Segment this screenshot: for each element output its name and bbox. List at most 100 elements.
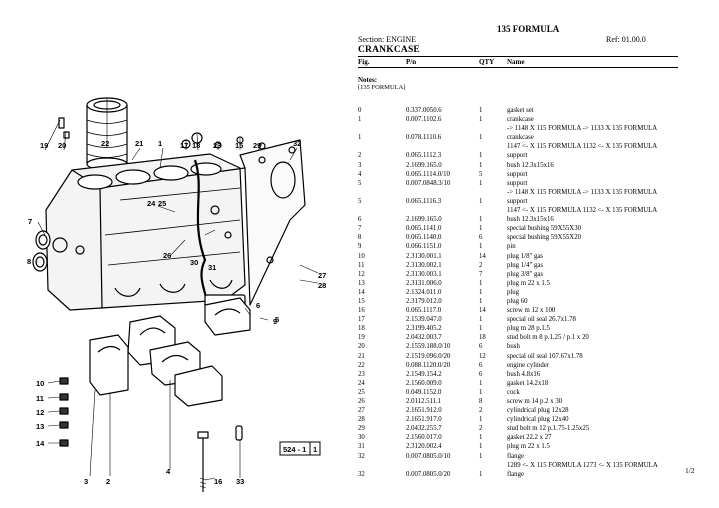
fig-cell: 32 [358, 470, 365, 478]
name-cell: plug 1/8" gas [507, 252, 544, 260]
name-cell: support [507, 170, 528, 178]
callout-number: 25 [158, 199, 166, 208]
callout-number: 2 [106, 477, 110, 486]
fig-cell: 6 [358, 216, 362, 224]
notes-text: [135 FORMULA] [358, 84, 406, 91]
fig-cell: 7 [358, 225, 362, 233]
part-number-cell: 2.1699.165.0 [406, 216, 442, 224]
plate-label: 524 - 1 [283, 445, 306, 454]
fig-cell: 3 [358, 161, 362, 169]
table-row: 1147 <- X 115 FORMULA 1132 <- X 135 FORM… [358, 206, 688, 215]
callout-number: 31 [208, 263, 216, 272]
name-cell: bush 4.8x16 [507, 370, 541, 378]
fig-cell: 14 [358, 288, 365, 296]
qty-cell: 1 [479, 388, 483, 396]
section-subtitle: CRANKCASE [358, 45, 420, 55]
part-number-cell: 0.007.0848.3/10 [406, 179, 451, 187]
fig-cell: 2 [358, 152, 362, 160]
fig-cell: 1 [358, 116, 362, 124]
fig-cell: 1 [358, 134, 362, 142]
name-cell: plug [507, 288, 520, 296]
part-number-cell: 0.065.1112.3 [406, 152, 442, 160]
name-cell: special oil seal 107.67x1.78 [507, 352, 583, 360]
part-number-cell: 2.3199.405.2 [406, 325, 442, 333]
qty-cell: 1 [479, 197, 483, 205]
plate-label-box [279, 441, 321, 456]
name-cell: stud bolt m 12 p.1.75-1.25x25 [507, 425, 590, 433]
qty-cell: 1 [479, 134, 483, 142]
fig-cell: 27 [358, 407, 365, 415]
table-row: -> 1148 X 115 FORMULA -> 1133 X 135 FORM… [358, 188, 688, 197]
name-cell: support [507, 179, 528, 187]
callout-number: 3 [84, 477, 88, 486]
fig-cell: 31 [358, 443, 365, 451]
part-number-cell: 0.065.1117.0 [406, 307, 442, 315]
part-number-cell: 0.007.1102.6 [406, 116, 442, 124]
name-cell: plug 3/8" gas [507, 270, 544, 278]
rear-flange-part [239, 139, 306, 306]
callout-number: 30 [190, 258, 198, 267]
part-number-cell: 2.3130.001.1 [406, 252, 442, 260]
part-number-cell: 2.1549.154.2 [406, 370, 442, 378]
qty-cell: 14 [479, 307, 486, 315]
header-rule [358, 67, 678, 68]
part-number-cell: 2.3179.012.0 [406, 297, 442, 305]
fig-cell: 19 [358, 334, 365, 342]
fig-cell: 0 [358, 107, 362, 114]
support-5-part [204, 297, 251, 336]
part-number-cell: 2.1539.047.0 [406, 316, 442, 324]
crankcase-block [45, 153, 246, 311]
qty-cell: 12 [479, 352, 486, 360]
page-number: 1/2 [685, 466, 695, 475]
bushing-rings [32, 230, 51, 272]
callout-number: 15 [235, 141, 243, 150]
plate-number: 1 [313, 445, 317, 454]
leader-lines [36, 98, 319, 481]
part-number-cell: 2.1560.017.0 [406, 434, 442, 442]
part-number-cell: 2.1699.165.0 [406, 161, 442, 169]
callout-number: 22 [101, 139, 109, 148]
name-cell: gasket 14.2x18 [507, 379, 549, 387]
name-cell: gasket 22.2 x 27 [507, 434, 552, 442]
callout-number: 12 [36, 408, 44, 417]
name-cell: flange [507, 452, 524, 460]
part-number-cell: 2.0112.511.1 [406, 398, 442, 405]
fig-cell: 11 [358, 261, 365, 269]
fig-cell: 10 [358, 252, 365, 260]
name-cell: 1147 <- X 115 FORMULA 1132 <- X 135 FORM… [507, 207, 658, 215]
name-cell: support [507, 197, 528, 205]
fig-cell: 15 [358, 297, 365, 305]
name-cell: plug m 22 x 1.5 [507, 279, 550, 287]
qty-cell: 14 [479, 252, 486, 260]
qty-cell: 1 [479, 470, 483, 478]
support-2-part [89, 334, 129, 396]
part-number-cell: 0.049.1152.0 [406, 388, 442, 396]
name-cell: flange [507, 470, 524, 478]
fig-cell: 30 [358, 434, 365, 442]
qty-cell: 6 [479, 343, 483, 351]
name-cell: bush 12.3x15x16 [507, 216, 554, 224]
qty-cell: 1 [479, 279, 483, 287]
name-cell: plug m 22 x 1.5 [507, 443, 550, 451]
part-number-cell: 2.3130.003.1 [406, 270, 442, 278]
table-row: 1147 <- X 115 FORMULA 1132 <- X 135 FORM… [358, 142, 688, 151]
qty-cell: 1 [479, 288, 483, 296]
qty-cell: 1 [479, 434, 483, 442]
